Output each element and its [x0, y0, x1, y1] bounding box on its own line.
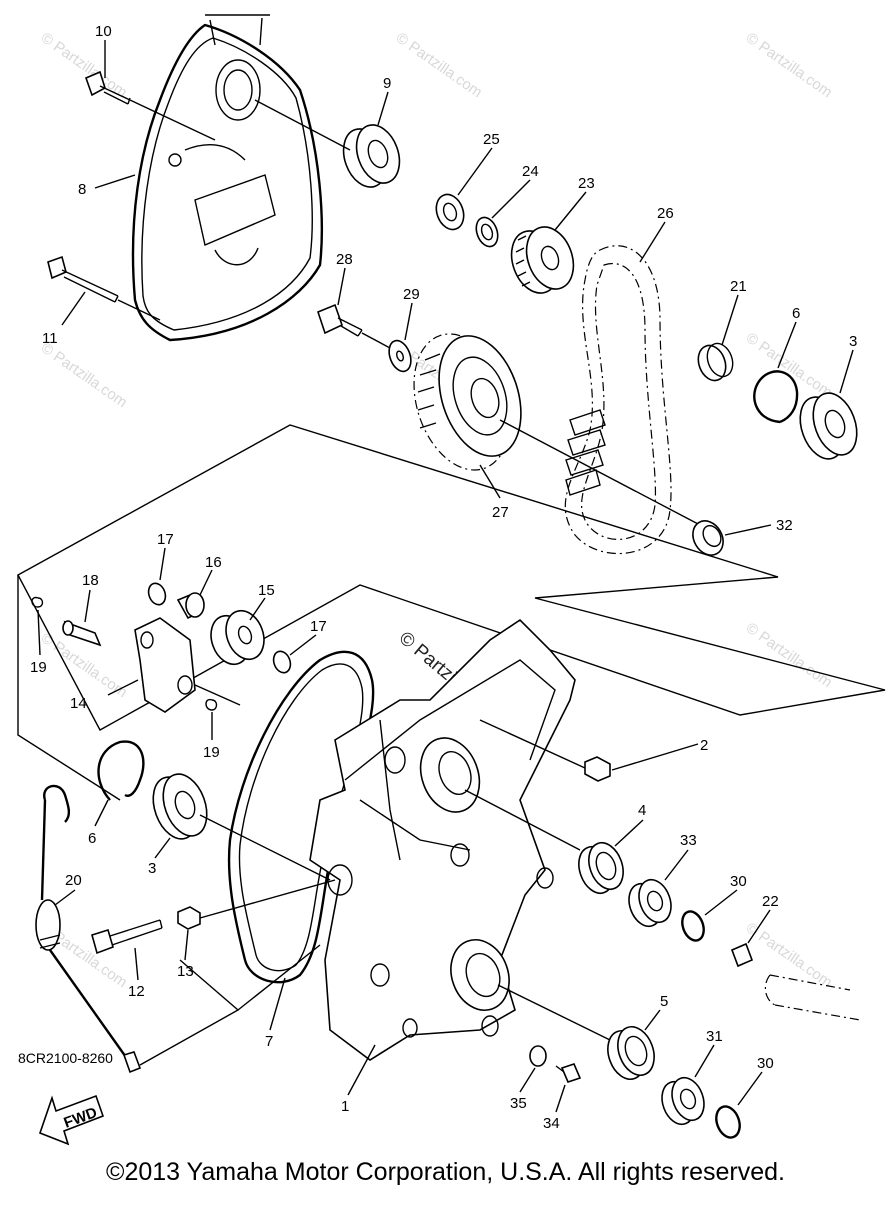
callout-27: 27: [492, 504, 509, 521]
callout-33: 33: [680, 832, 697, 849]
circlip-30-lower: [715, 1105, 741, 1139]
plug-22: [730, 942, 861, 1021]
callouts: 10 9 8 25 24 23 26 28 29 21 6 3 11 27 32…: [30, 23, 857, 1132]
copyright-notice: ©2013 Yamaha Motor Corporation, U.S.A. A…: [106, 1158, 785, 1186]
leader-lines: [37, 40, 854, 1113]
clip-19-right: [205, 698, 218, 711]
callout-18: 18: [82, 572, 99, 589]
callout-4: 4: [638, 802, 646, 819]
watermark: © Partzilla.com: [743, 29, 836, 101]
callout-19: 19: [30, 659, 47, 676]
bolt-10: [84, 70, 216, 141]
callout-28: 28: [336, 251, 353, 268]
callout-21: 21: [730, 278, 747, 295]
bearing-3: [799, 392, 858, 460]
circlip-6-lower: [97, 740, 145, 801]
washer-35: [529, 1045, 547, 1067]
seal-5: [607, 1025, 655, 1081]
fwd-arrow[interactable]: FWD: [38, 1094, 105, 1146]
callout-11: 11: [42, 330, 58, 347]
callout-3: 3: [849, 333, 857, 350]
pin-18: [62, 620, 102, 647]
needle-bearing-16: [176, 592, 205, 620]
callout-19b: 19: [203, 744, 220, 761]
seal-25: [435, 193, 465, 231]
callout-9: 9: [383, 75, 391, 92]
callout-12: 12: [128, 983, 145, 1000]
washer-17-lower: [272, 650, 292, 674]
sprocket-27: [413, 333, 701, 526]
callout-31: 31: [706, 1028, 723, 1045]
sprocket-23: [510, 226, 575, 294]
bolt-11: [47, 255, 161, 321]
washer-24: [475, 216, 499, 248]
callout-32: 32: [776, 517, 793, 534]
bolt-12: [91, 919, 163, 955]
callout-35: 35: [510, 1095, 527, 1112]
washer-17-upper: [147, 582, 167, 606]
callout-16: 16: [205, 554, 222, 571]
callout-6b: 6: [88, 830, 96, 847]
watermark: © Partzilla.com: [393, 29, 486, 101]
circlip-30-upper: [681, 910, 705, 942]
callout-29: 29: [403, 286, 420, 303]
bearing-33: [628, 878, 672, 928]
callout-7: 7: [265, 1033, 273, 1050]
bolt-28: [317, 303, 391, 349]
drawing-code: 8CR2100-8260: [18, 1050, 113, 1066]
callout-2: 2: [700, 737, 708, 754]
callout-22: 22: [762, 893, 779, 910]
callout-26: 26: [657, 205, 674, 222]
bearing-9: [254, 99, 401, 188]
callout-23: 23: [578, 175, 595, 192]
nut-13: [177, 879, 336, 930]
circlip-6: [753, 370, 799, 424]
dipstick-20: [35, 784, 142, 1074]
tensioner-arm-14: [134, 617, 241, 713]
callout-14: 14: [70, 695, 87, 712]
callout-1: 1: [341, 1098, 349, 1115]
callout-5: 5: [660, 993, 668, 1010]
callout-15: 15: [258, 582, 275, 599]
screw-34: [555, 1063, 582, 1083]
callout-3b: 3: [148, 860, 156, 877]
callout-17b: 17: [310, 618, 327, 635]
callout-34: 34: [543, 1115, 560, 1132]
watermark: © Partzilla.com: [38, 29, 131, 101]
callout-13: 13: [177, 963, 194, 980]
chain-case-cover: [131, 14, 323, 342]
callout-30: 30: [730, 873, 747, 890]
clip-19-left: [31, 596, 44, 608]
watermark: © Partzilla.com: [38, 339, 131, 411]
callout-30b: 30: [757, 1055, 774, 1072]
callout-25: 25: [483, 131, 500, 148]
callout-20: 20: [65, 872, 82, 889]
callout-24: 24: [522, 163, 539, 180]
callout-8: 8: [78, 181, 86, 198]
callout-10: 10: [95, 23, 112, 40]
roller-15: [210, 609, 265, 666]
bearing-3-lower: [152, 773, 331, 881]
seal-32: [692, 520, 724, 556]
chain-26: [564, 245, 672, 555]
washer-29: [388, 339, 412, 373]
chain-case-housing: [309, 618, 611, 1061]
nut-2: [479, 719, 611, 782]
seal-4: [578, 841, 624, 895]
watermark: © Partzilla.com: [743, 619, 836, 691]
callout-6: 6: [792, 305, 800, 322]
collar-21: [697, 342, 734, 382]
lower-frame: [17, 575, 321, 1066]
callout-17: 17: [157, 531, 174, 548]
bearing-31: [661, 1076, 705, 1126]
